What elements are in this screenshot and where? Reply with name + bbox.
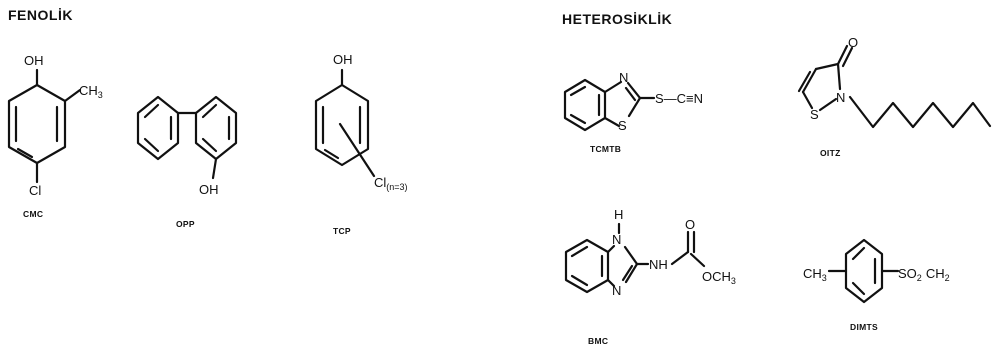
tcmtb-n-label: N xyxy=(619,70,628,85)
bmc-och3-text: OCH xyxy=(702,269,731,284)
cmc-oh-label: OH xyxy=(24,53,44,68)
bmc-ring-bond xyxy=(624,262,639,284)
tcmtb-ring-bond xyxy=(626,81,642,100)
tcmtb-ring-bond xyxy=(603,116,621,128)
structure-cmc: OH CH3 Cl CMC xyxy=(7,53,103,219)
tcmtb-caption: TCMTB xyxy=(590,144,621,154)
tcmtb-inner-bond xyxy=(569,113,587,125)
oitz-ring-bond xyxy=(836,62,842,91)
structure-tcp: OH Cl(n=3) TCP xyxy=(314,52,408,236)
dimts-methylene-text: CH xyxy=(926,266,945,281)
tcmtb-inner-bond xyxy=(569,85,587,97)
dimts-caption: DIMTS xyxy=(850,322,878,332)
bmc-n-bottom-label: N xyxy=(612,283,621,298)
structure-bmc: H N N NH O OCH3 BMC xyxy=(564,207,736,346)
tcmtb-chain-label: S—C≡N xyxy=(655,91,703,106)
tcp-oh-label: OH xyxy=(333,52,353,67)
oitz-ring-bond xyxy=(797,70,812,93)
oitz-ring-bond xyxy=(801,90,814,110)
cmc-caption: CMC xyxy=(23,209,43,219)
bmc-ring-bond xyxy=(606,244,616,254)
oitz-ring-bond xyxy=(814,62,840,71)
opp-inner-bond xyxy=(201,103,218,119)
cmc-inner-bond xyxy=(16,147,34,159)
opp-inner-bond xyxy=(143,137,160,153)
oitz-s-label: S xyxy=(810,107,819,122)
oitz-caption: OITZ xyxy=(820,148,841,158)
oitz-o-label: O xyxy=(848,35,858,50)
bmc-h-label: H xyxy=(614,207,623,222)
bmc-nh-label: NH xyxy=(649,257,668,272)
oitz-octyl-chain xyxy=(848,95,992,129)
tcp-cl-text: Cl xyxy=(374,175,386,190)
cmc-methyl-text: CH xyxy=(79,83,98,98)
opp-oh-bond xyxy=(211,157,218,180)
tcmtb-ring-bond xyxy=(603,80,623,94)
oitz-n-label: N xyxy=(836,90,845,105)
bmc-carbamate-bond xyxy=(670,250,690,266)
structure-opp: OH OPP xyxy=(136,95,238,229)
dimts-sulfonyl-subscript: 2 xyxy=(917,273,922,283)
tcp-cl-bond xyxy=(338,122,376,178)
oitz-ring-bond xyxy=(818,97,838,112)
heading-heterocyclic: HETEROSİKLİK xyxy=(562,11,672,27)
bmc-inner-bond xyxy=(570,245,589,258)
dimts-methyl-label: CH3 xyxy=(803,266,827,283)
bmc-o-label: O xyxy=(685,217,695,232)
dimts-inner-bond xyxy=(851,246,866,261)
dimts-sulfonyl-text: SO xyxy=(898,266,917,281)
bmc-ring-bond xyxy=(606,278,616,288)
structure-oitz: O N S OITZ xyxy=(797,35,992,158)
dimts-methylene-subscript: 2 xyxy=(945,273,950,283)
oitz-ring-bond xyxy=(801,67,818,94)
tcp-caption: TCP xyxy=(333,226,351,236)
tcp-inner-bond xyxy=(323,148,340,160)
oitz-carbonyl-bond xyxy=(836,44,849,66)
dimts-methyl-subscript: 3 xyxy=(822,273,827,283)
tcmtb-s-label: S xyxy=(618,118,627,133)
dimts-methyl-text: CH xyxy=(803,266,822,281)
opp-oh-label: OH xyxy=(199,182,219,197)
bmc-ester-bond xyxy=(689,252,706,268)
oitz-carbonyl-bond xyxy=(841,46,854,68)
tcmtb-ring-bond xyxy=(627,96,642,118)
dimts-benzene-ring xyxy=(844,238,884,304)
bmc-och3-label: OCH3 xyxy=(702,269,736,286)
cmc-methyl-label: CH3 xyxy=(79,83,103,100)
bmc-caption: BMC xyxy=(588,336,608,346)
dimts-inner-bond xyxy=(851,281,866,296)
bmc-inner-bond xyxy=(570,274,589,287)
cmc-methyl-subscript: 3 xyxy=(98,90,103,100)
bmc-ring-bond xyxy=(623,245,639,266)
opp-caption: OPP xyxy=(176,219,195,229)
tcp-cl-subscript: (n=3) xyxy=(386,182,407,192)
opp-inner-bond xyxy=(143,103,160,119)
heading-phenolic: FENOLİK xyxy=(8,7,73,23)
bmc-n-top-label: N xyxy=(612,232,621,247)
opp-inner-bond xyxy=(201,137,218,153)
cmc-methyl-bond xyxy=(63,88,82,103)
bmc-och3-subscript: 3 xyxy=(731,276,736,286)
bmc-ring-bond xyxy=(621,264,634,282)
cmc-cl-label: Cl xyxy=(29,183,41,198)
structure-tcmtb: N S S—C≡N TCMTB xyxy=(563,70,703,154)
tcp-cl-label: Cl(n=3) xyxy=(374,175,408,192)
tcp-benzene-ring xyxy=(314,83,370,167)
tcmtb-ring-bond xyxy=(624,86,637,102)
